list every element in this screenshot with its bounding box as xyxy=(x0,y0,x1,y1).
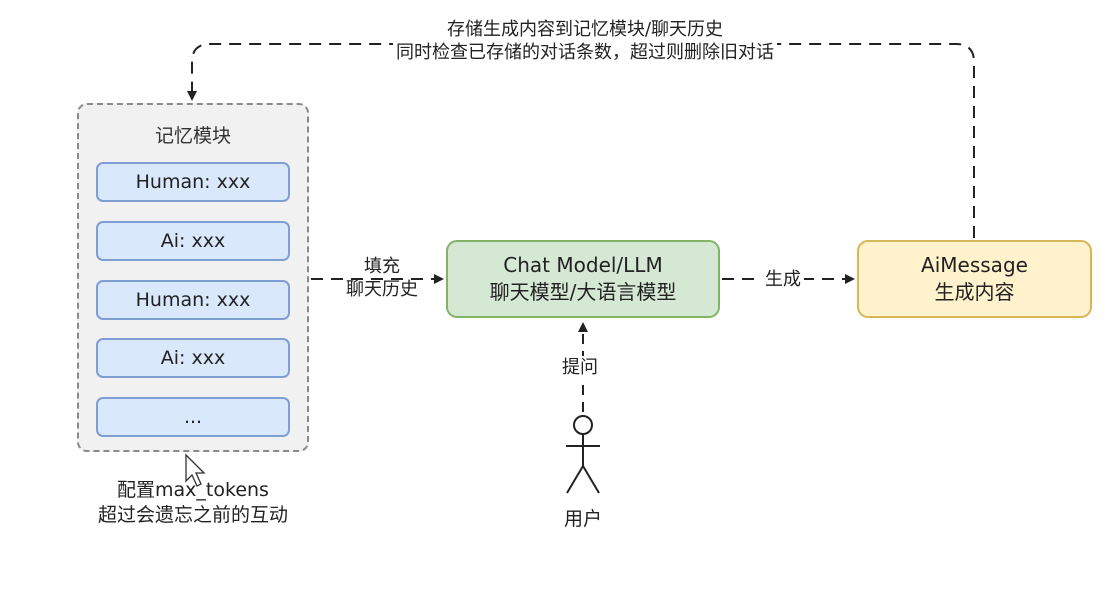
fill-history-label: 填充 聊天历史 xyxy=(332,255,432,301)
ai-message-node: AiMessage 生成内容 xyxy=(857,240,1092,318)
memory-item: Ai: xxx xyxy=(96,221,290,261)
llm-node-line2: 聊天模型/大语言模型 xyxy=(489,280,677,304)
memory-footer-line1: 配置max_tokens xyxy=(117,479,269,501)
llm-node-line1: Chat Model/LLM xyxy=(503,253,663,277)
feedback-annotation-line1: 存储生成内容到记忆模块/聊天历史 xyxy=(443,18,727,41)
ai-message-node-line1: AiMessage xyxy=(921,253,1028,277)
memory-item: ... xyxy=(96,397,290,437)
user-actor-icon xyxy=(566,415,600,494)
fill-history-label-line1: 填充 xyxy=(364,256,400,277)
llm-node: Chat Model/LLM 聊天模型/大语言模型 xyxy=(446,240,720,318)
memory-module: 记忆模块 Human: xxx Ai: xxx Human: xxx Ai: x… xyxy=(77,103,309,452)
mouse-cursor-icon xyxy=(185,453,206,487)
generate-label: 生成 xyxy=(762,268,804,291)
memory-item: Human: xxx xyxy=(96,162,290,202)
memory-item: Human: xxx xyxy=(96,280,290,320)
user-label: 用户 xyxy=(563,508,602,530)
memory-module-title: 记忆模块 xyxy=(154,125,231,147)
ai-message-node-line2: 生成内容 xyxy=(934,280,1015,304)
feedback-annotation: 存储生成内容到记忆模块/聊天历史 同时检查已存储的对话条数，超过则删除旧对话 xyxy=(360,18,810,64)
memory-footer: 配置max_tokens 超过会遗忘之前的互动 xyxy=(60,478,326,528)
feedback-arrow xyxy=(187,43,975,238)
memory-item: Ai: xxx xyxy=(96,338,290,378)
ask-label: 提问 xyxy=(559,356,601,379)
feedback-annotation-line2: 同时检查已存储的对话条数，超过则删除旧对话 xyxy=(393,41,777,64)
memory-footer-line2: 超过会遗忘之前的互动 xyxy=(97,504,288,526)
fill-history-label-line2: 聊天历史 xyxy=(346,279,418,300)
